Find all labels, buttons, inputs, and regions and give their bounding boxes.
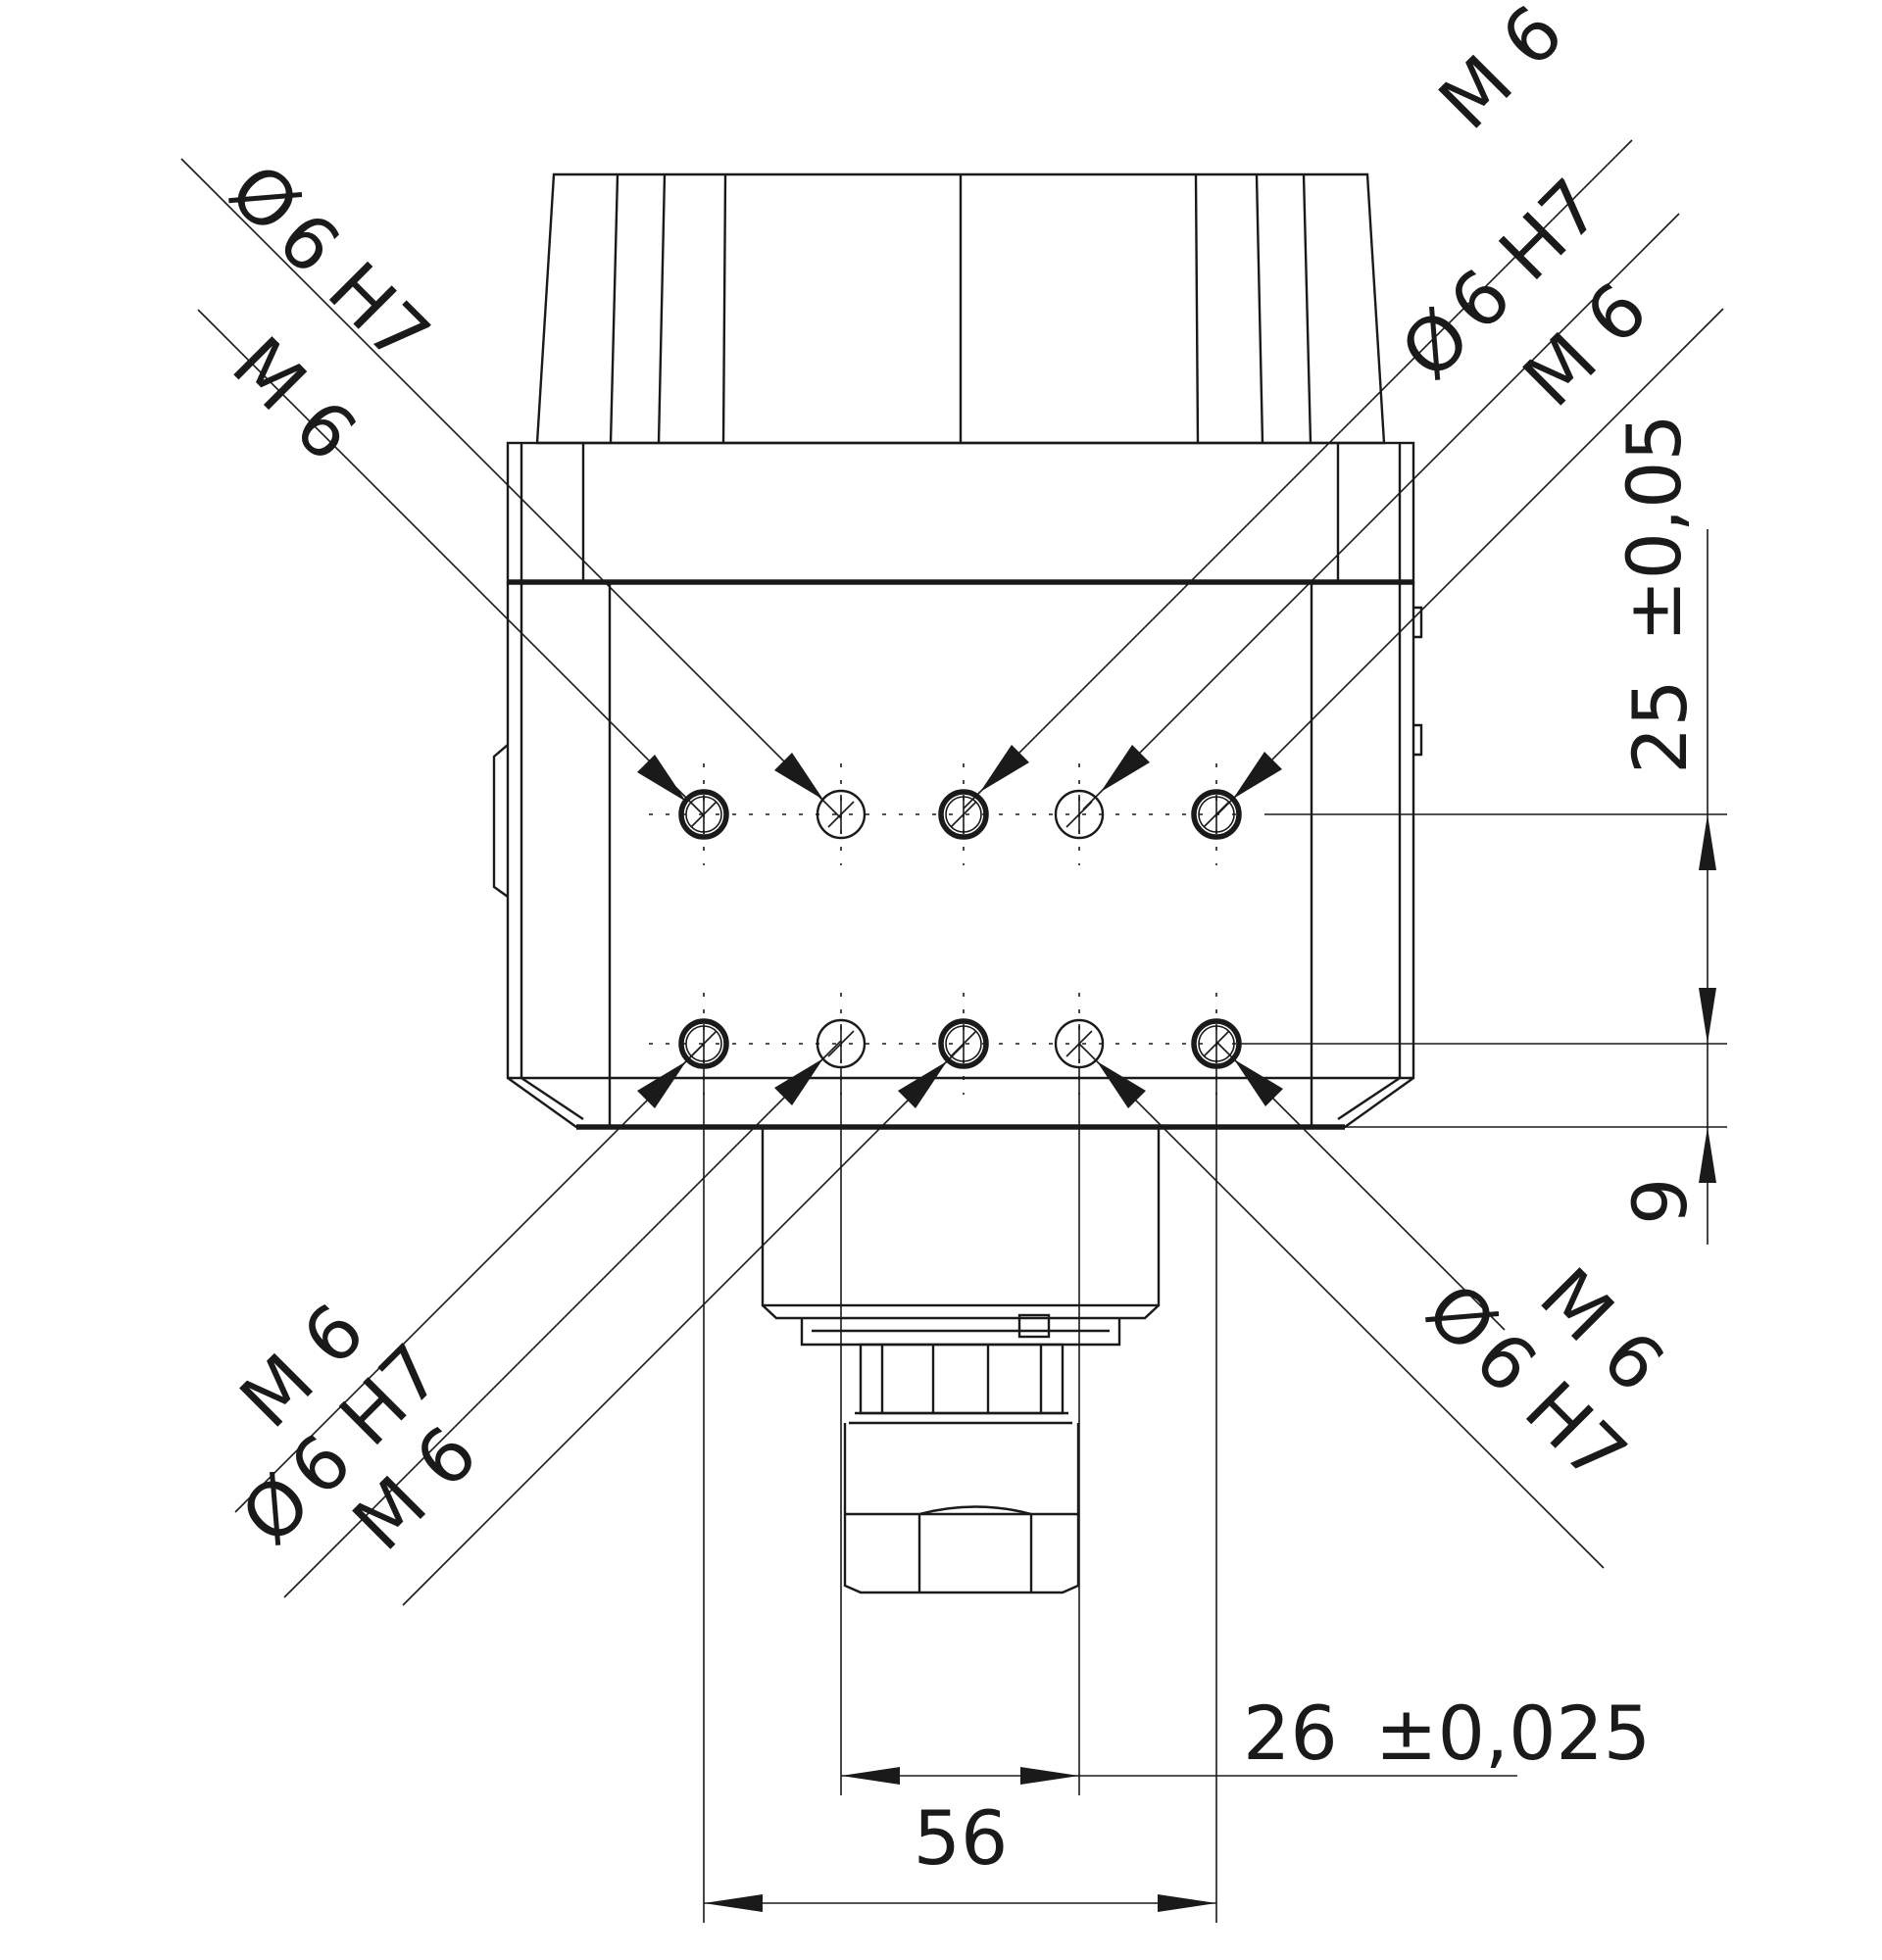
arrowhead bbox=[774, 1058, 823, 1105]
callout-upper-right-outer: M 6 bbox=[1422, 0, 1580, 146]
arrowhead bbox=[1234, 1059, 1283, 1106]
dimension-hole-pitch: 26 ±0,025 bbox=[1243, 1690, 1651, 1777]
vertical-dimensions: 25 ±0,05 9 bbox=[1237, 414, 1727, 1245]
top-cap-rib bbox=[1302, 173, 1312, 444]
arrowhead bbox=[980, 745, 1029, 792]
lower-boss bbox=[761, 1125, 1161, 1307]
dowel-hole bbox=[816, 763, 867, 865]
arrowhead bbox=[704, 1894, 763, 1912]
callout-m6: M 6 bbox=[1422, 0, 1580, 146]
arrowhead bbox=[774, 753, 823, 800]
arrowhead bbox=[898, 1061, 947, 1108]
dimension-outer-spacing: 56 bbox=[914, 1794, 1009, 1882]
arrowhead bbox=[637, 1061, 686, 1108]
dimension-tolerance: ±0,05 bbox=[1610, 414, 1698, 642]
arrowhead bbox=[1097, 1061, 1146, 1108]
dimension-value: 26 bbox=[1243, 1690, 1338, 1777]
threaded-hole bbox=[938, 763, 989, 865]
callout-6h7: Ø6 H7 bbox=[213, 147, 446, 380]
arrowhead bbox=[841, 1767, 900, 1785]
arrowhead bbox=[1233, 752, 1282, 799]
upper-collar bbox=[506, 441, 1415, 584]
dimension-tolerance: ±0,025 bbox=[1375, 1690, 1651, 1777]
top-cap-rib bbox=[1194, 173, 1200, 444]
hole-pattern bbox=[678, 763, 1242, 1095]
dimension-value: 25 bbox=[1616, 679, 1704, 774]
part-outline bbox=[492, 172, 1423, 1594]
arrowhead bbox=[1101, 745, 1150, 792]
arrowhead bbox=[1020, 1767, 1079, 1785]
arrowhead bbox=[637, 755, 686, 802]
dimension-edge-offset: 9 bbox=[1616, 1178, 1704, 1225]
horizontal-dimensions: 26 ±0,025 56 bbox=[703, 1068, 1651, 1923]
arrowhead bbox=[1699, 988, 1716, 1044]
top-cap-rib bbox=[721, 173, 727, 444]
arrowhead bbox=[1699, 814, 1716, 870]
top-cap-rib bbox=[657, 173, 667, 444]
collet-nut bbox=[859, 1343, 1065, 1415]
arrowhead bbox=[1699, 1127, 1716, 1183]
side-connector bbox=[492, 744, 509, 898]
top-cap-rib bbox=[1255, 173, 1264, 444]
dimension-row-spacing: 25 ±0,05 bbox=[1610, 414, 1704, 774]
callout-upper-left-inner: Ø6 H7 bbox=[213, 147, 446, 380]
centerlines bbox=[649, 813, 1237, 1045]
collet-body bbox=[843, 1423, 1080, 1594]
arrowhead bbox=[1158, 1894, 1216, 1912]
main-block bbox=[506, 582, 1415, 1129]
dowel-hole bbox=[1054, 763, 1105, 865]
top-cap-rib bbox=[609, 173, 619, 444]
leader-arrowheads bbox=[637, 745, 1283, 1108]
